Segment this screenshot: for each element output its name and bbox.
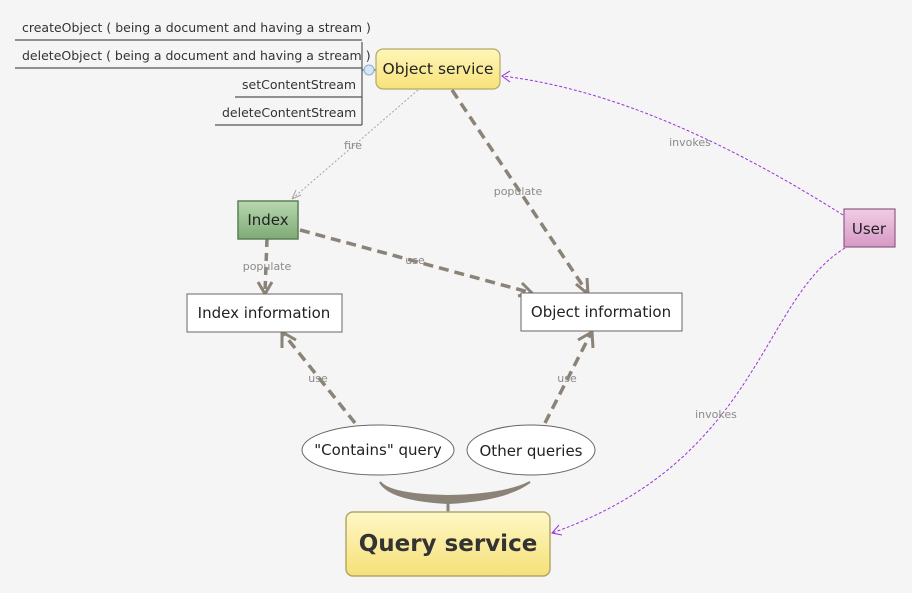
edge-label-populate-index: populate bbox=[243, 260, 292, 273]
operation-set-content-stream: setContentStream bbox=[242, 77, 356, 92]
edge-label-invokes-object: invokes bbox=[669, 136, 711, 149]
edge-label-invokes-query: invokes bbox=[695, 408, 737, 421]
edge-use-other: use bbox=[543, 330, 595, 424]
edge-use-contains: use bbox=[280, 330, 357, 425]
node-other-queries-label: Other queries bbox=[480, 442, 583, 460]
edge-fire: fire bbox=[291, 89, 419, 200]
node-index[interactable]: Index bbox=[237, 200, 299, 240]
edge-invokes-query: invokes bbox=[551, 247, 846, 536]
node-object-service[interactable]: Object service bbox=[375, 48, 501, 90]
node-query-service-label: Query service bbox=[359, 531, 538, 557]
node-object-information[interactable]: Object information bbox=[520, 292, 683, 332]
node-query-service[interactable]: Query service bbox=[345, 511, 551, 577]
operations-list: createObject ( being a document and havi… bbox=[15, 20, 376, 126]
edge-invokes-object: invokes bbox=[501, 70, 844, 216]
edge-label-use-contains: use bbox=[308, 372, 328, 385]
edge-use-index-object: use bbox=[299, 228, 534, 298]
operation-delete-object: deleteObject ( being a document and havi… bbox=[22, 48, 371, 63]
edge-label-use-other: use bbox=[557, 372, 577, 385]
edge-populate-object: populate bbox=[450, 89, 590, 296]
node-user-label: User bbox=[852, 220, 887, 238]
node-index-label: Index bbox=[247, 211, 288, 229]
node-other-queries[interactable]: Other queries bbox=[466, 424, 596, 476]
node-object-service-label: Object service bbox=[383, 60, 494, 78]
edge-populate-index: populate bbox=[243, 238, 292, 296]
node-object-information-label: Object information bbox=[531, 303, 671, 321]
node-index-information[interactable]: Index information bbox=[186, 293, 343, 333]
queries-bracket bbox=[379, 481, 531, 505]
edge-label-populate-object: populate bbox=[494, 185, 543, 198]
node-index-information-label: Index information bbox=[198, 304, 331, 322]
edge-label-fire: fire bbox=[344, 139, 362, 152]
collapse-toggle-icon[interactable] bbox=[363, 64, 375, 76]
edge-label-use-index: use bbox=[405, 254, 425, 267]
operation-create-object: createObject ( being a document and havi… bbox=[22, 20, 371, 35]
operation-delete-content-stream: deleteContentStream bbox=[222, 105, 356, 120]
node-user[interactable]: User bbox=[843, 208, 896, 248]
node-contains-query-label: "Contains" query bbox=[314, 441, 442, 459]
node-contains-query[interactable]: "Contains" query bbox=[301, 424, 455, 476]
